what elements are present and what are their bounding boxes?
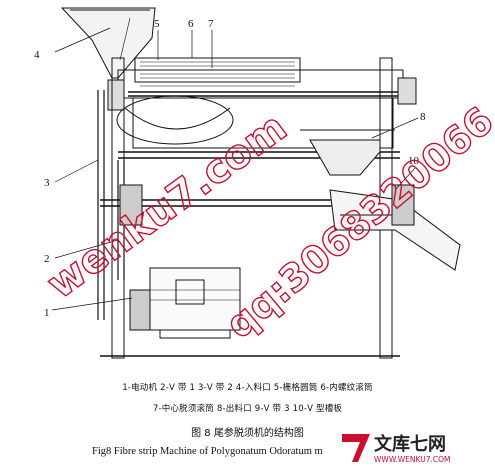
part-label-3: 3 (44, 177, 50, 189)
part-label-2: 2 (44, 253, 50, 265)
site-logo: 文库七网 WWW.WENKU7.COM (340, 430, 495, 465)
part-label-1: 1 (44, 307, 50, 319)
pulleys (119, 184, 415, 331)
figure-caption-cn: 图 8 尾参脱须机的结构图 (191, 428, 304, 439)
logo-mark-icon (342, 434, 370, 462)
legend-line-2: 7-中心脱须滚筒 8-出料口 9-V 带 3 10-V 型槽板 (152, 404, 343, 414)
logo-domain-text: WWW.WENKU7.COM (374, 455, 451, 464)
part-label-6: 6 (188, 18, 194, 30)
part-label-7: 7 (208, 18, 214, 30)
part-label-8: 8 (420, 111, 426, 123)
legend-line-1: 1-电动机 2-V 带 1 3-V 带 2 4-入料口 5-栅格圆筒 6-内螺纹… (122, 383, 373, 393)
part-label-4: 4 (34, 49, 40, 61)
figure-caption-en: Fig8 Fibre strip Machine of Polygonatum … (92, 446, 323, 457)
part-label-5: 5 (154, 18, 160, 30)
outlet (300, 129, 395, 176)
part-label-10: 10 (408, 155, 420, 167)
leader-lines (51, 27, 419, 311)
motor (149, 267, 241, 339)
logo-cn-text: 文库七网 (374, 433, 446, 455)
center-drum (116, 95, 394, 149)
grid-drum-hatch (140, 61, 295, 87)
